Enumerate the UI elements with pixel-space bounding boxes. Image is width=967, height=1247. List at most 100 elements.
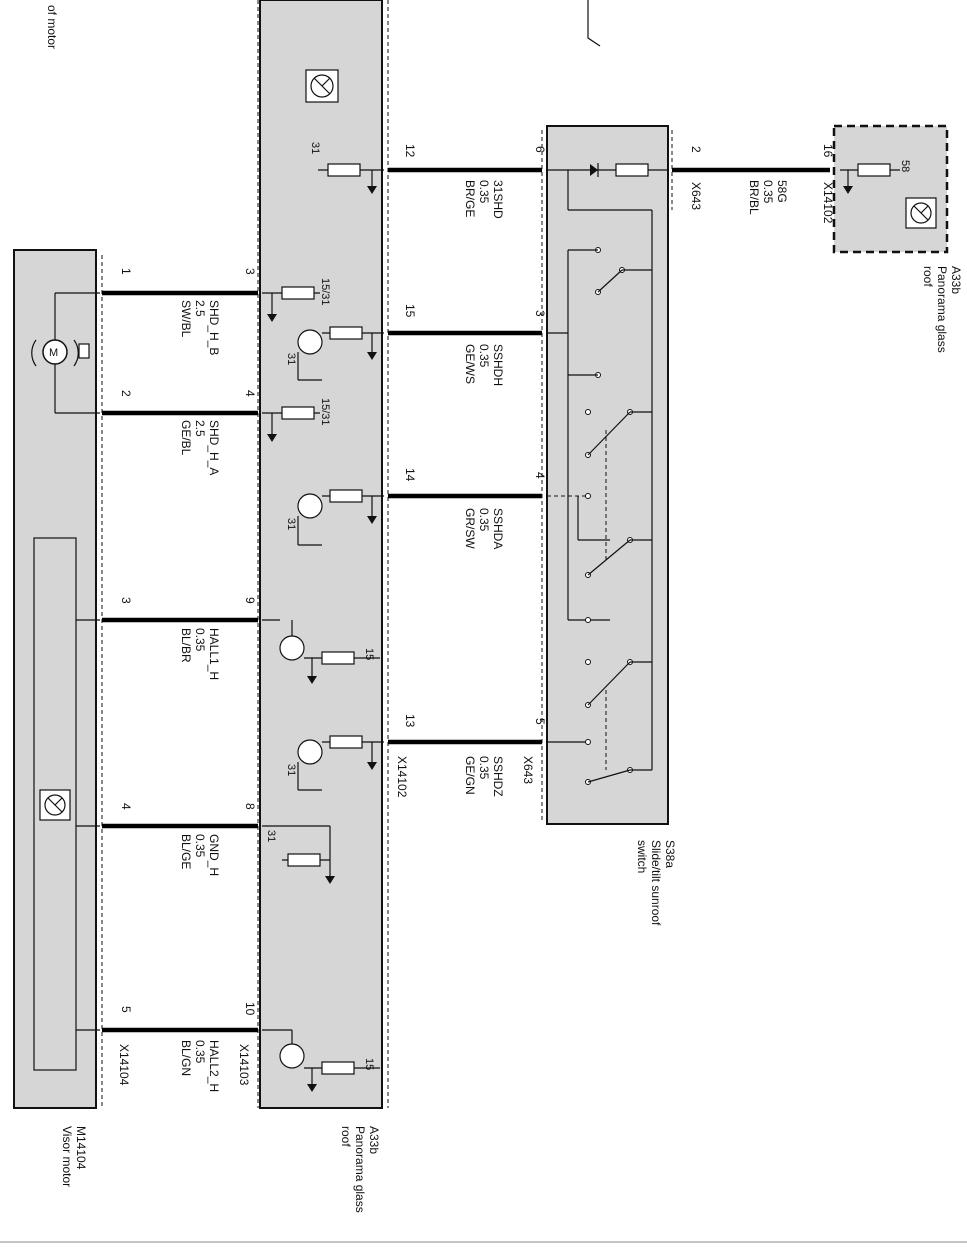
svg-text:4: 4 — [243, 390, 257, 397]
svg-text:58G: 58G — [775, 180, 789, 203]
svg-text:31: 31 — [285, 353, 297, 365]
svg-text:4: 4 — [119, 803, 133, 810]
svg-text:HALL1_H: HALL1_H — [207, 628, 221, 680]
left-wire-1: 1 3 SHD_H_B 2.5 SW/BL — [102, 268, 258, 355]
svg-text:3: 3 — [533, 310, 547, 317]
svg-text:15/31: 15/31 — [319, 398, 331, 426]
right-wire-sshdh: 15 3 SSHDH 0.35 GE/WS — [388, 304, 547, 386]
right-wire-sshda: 14 4 SSHDA 0.35 GR/SW — [388, 468, 547, 549]
svg-text:M: M — [49, 347, 58, 359]
far-wire-58g: 2 16 58G 0.35 BR/BL X643 X14102 — [671, 130, 835, 224]
svg-text:2.5: 2.5 — [193, 420, 207, 437]
svg-text:12: 12 — [403, 144, 417, 158]
small-roof-name-line2: roof — [921, 266, 935, 287]
svg-text:GE/WS: GE/WS — [463, 344, 477, 384]
svg-text:14: 14 — [403, 468, 417, 482]
svg-text:4: 4 — [533, 472, 547, 479]
svg-text:BR/BL: BR/BL — [747, 180, 761, 215]
svg-text:31: 31 — [285, 518, 297, 530]
roof-connector-right: X14102 — [395, 756, 409, 798]
svg-text:15: 15 — [363, 648, 375, 660]
right-wire-31shd: 12 6 31SHD 0.35 BR/GE — [388, 144, 547, 219]
panorama-roof-module-box — [259, 0, 383, 1109]
visor-motor-name: Visor motor — [60, 1126, 74, 1187]
svg-text:0.35: 0.35 — [193, 1040, 207, 1064]
right-wire-sshdz: 13 5 SSHDZ 0.35 GE/GN — [388, 714, 547, 797]
svg-text:0.35: 0.35 — [761, 180, 775, 204]
top-bracket-line — [587, 0, 601, 47]
svg-text:8: 8 — [243, 803, 257, 810]
roof-name-line1: Panorama glass — [353, 1126, 367, 1213]
svg-text:15: 15 — [363, 1058, 375, 1070]
svg-text:GE/BL: GE/BL — [179, 420, 193, 456]
svg-text:5: 5 — [533, 718, 547, 725]
svg-text:0.35: 0.35 — [477, 180, 491, 204]
svg-text:SSHDA: SSHDA — [491, 508, 505, 549]
switch-internal-contacts — [547, 163, 668, 785]
svg-text:2: 2 — [119, 390, 133, 397]
svg-text:31: 31 — [285, 764, 297, 776]
svg-text:BR/GE: BR/GE — [463, 180, 477, 217]
switch-connector-bottom: X643 — [521, 756, 535, 784]
svg-text:31: 31 — [265, 830, 277, 842]
svg-text:BL/BR: BL/BR — [179, 628, 193, 663]
svg-text:31SHD: 31SHD — [491, 180, 505, 219]
svg-text:HALL2_H: HALL2_H — [207, 1040, 221, 1092]
roof-transistor-sshdh: 31 — [285, 326, 384, 381]
svg-text:1: 1 — [119, 268, 133, 275]
svg-text:SSHDZ: SSHDZ — [491, 756, 505, 797]
roof-hall1-input: 15 — [262, 619, 380, 684]
small-roof-input-58: 58 — [840, 160, 911, 194]
svg-text:2: 2 — [689, 146, 703, 153]
visor-motor-connector: X14104 — [117, 1044, 131, 1086]
left-wire-5: 5 10 HALL2_H 0.35 BL/GN — [102, 1002, 258, 1092]
svg-text:0.35: 0.35 — [477, 756, 491, 780]
svg-text:GE/GN: GE/GN — [463, 756, 477, 795]
roof-connector-left: X14103 — [237, 1044, 251, 1086]
roof-sensor-icon — [305, 69, 339, 103]
roof-transistor-sshda: 31 — [285, 489, 384, 546]
svg-text:9: 9 — [243, 597, 257, 604]
svg-text:SHD_H_A: SHD_H_A — [207, 420, 221, 475]
left-wire-4: 4 8 GND_H 0.35 BL/GE — [102, 803, 258, 876]
svg-text:10: 10 — [243, 1002, 257, 1016]
switch-name-line2: switch — [635, 840, 649, 873]
left-wire-2: 2 4 SHD_H_A 2.5 GE/BL — [102, 390, 258, 475]
small-roof-name-line1: Panorama glass — [935, 266, 949, 353]
left-wire-3: 3 9 HALL1_H 0.35 BL/BR — [102, 597, 258, 680]
svg-text:15/31: 15/31 — [319, 278, 331, 306]
svg-text:5: 5 — [119, 1006, 133, 1013]
roof-name-line2: roof — [339, 1126, 353, 1147]
svg-text:13: 13 — [403, 714, 417, 728]
roof-hall2-input: 15 — [262, 1029, 380, 1092]
svg-text:BL/GE: BL/GE — [179, 834, 193, 869]
roof-driver-shd-h-a: 15/31 — [262, 398, 331, 442]
small-roof-module-box — [832, 124, 949, 254]
motor-icon: M — [31, 292, 100, 414]
svg-text:0.35: 0.35 — [477, 344, 491, 368]
visor-motor-id: M14104 — [74, 1126, 88, 1170]
small-roof-sensor-icon — [905, 197, 937, 229]
svg-text:X643: X643 — [689, 182, 703, 210]
svg-text:0.35: 0.35 — [193, 628, 207, 652]
switch-id: S38a — [663, 840, 677, 868]
svg-text:BL/GN: BL/GN — [179, 1040, 193, 1076]
svg-text:GR/SW: GR/SW — [463, 508, 477, 549]
svg-text:SHD_H_B: SHD_H_B — [207, 300, 221, 355]
roof-transistor-sshdz: 31 — [285, 735, 384, 791]
svg-text:X14102: X14102 — [821, 182, 835, 224]
svg-text:16: 16 — [821, 144, 835, 158]
switch-module-box — [546, 125, 669, 825]
roof-gnd-h: 31 — [262, 825, 335, 884]
small-roof-id: A33b — [949, 266, 963, 294]
switch-name-line1: Slide/tilt sunroof — [649, 840, 663, 926]
svg-text:58: 58 — [899, 160, 911, 172]
svg-text:SSHDH: SSHDH — [491, 344, 505, 386]
svg-text:31: 31 — [309, 142, 321, 154]
svg-text:6: 6 — [533, 146, 547, 153]
svg-text:SW/BL: SW/BL — [179, 300, 193, 338]
svg-text:2.5: 2.5 — [193, 300, 207, 317]
sensor-icon — [39, 789, 71, 821]
roof-driver-shd-h-b: 15/31 — [262, 278, 331, 322]
